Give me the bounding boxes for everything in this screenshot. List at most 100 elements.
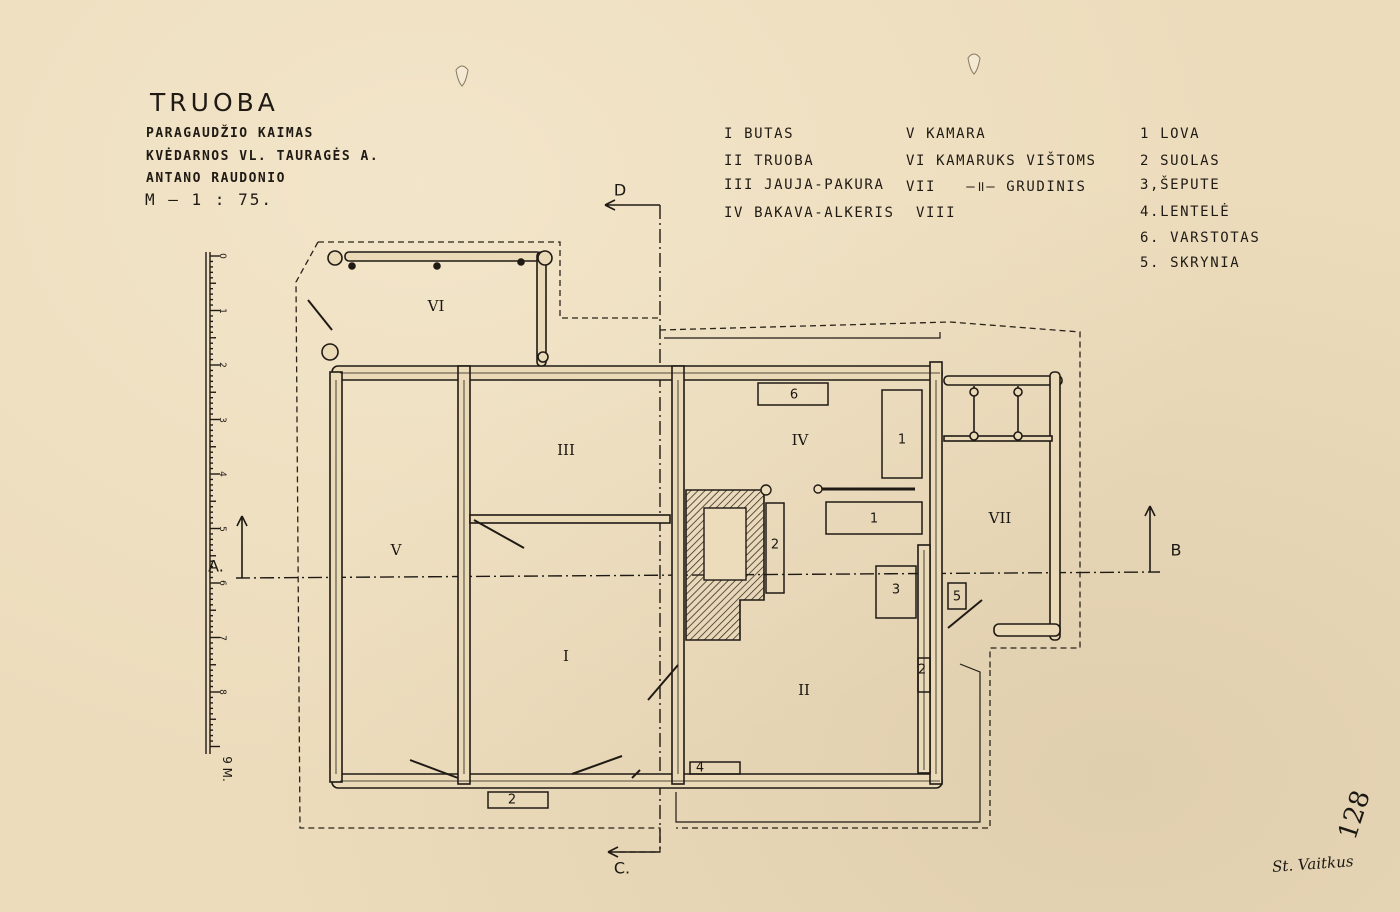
legend-number: 1 <box>1140 126 1151 142</box>
bench-outside <box>487 791 549 809</box>
legend-number: 4 <box>1140 204 1151 220</box>
legend-furniture-3: 3,ŠEPUTE <box>1140 177 1221 193</box>
legend-numeral: II <box>724 153 745 169</box>
furniture-label-bed-a: 1 <box>897 432 907 448</box>
legend-numeral: VIII <box>916 205 957 221</box>
legend-furniture-name: ŠEPUTE <box>1160 177 1221 193</box>
log-walls <box>329 361 943 789</box>
legend-room-7: VII —॥— GRUDINIS <box>906 177 1087 196</box>
mounting-holes <box>455 53 981 87</box>
legend-number: 2 <box>1140 153 1151 169</box>
stove <box>685 484 915 641</box>
furniture-label-bench-inner: 2 <box>770 537 780 553</box>
legend-number: 3 <box>1140 177 1151 193</box>
legend-room-name: TRUOBA <box>754 153 815 169</box>
legend-numeral: III <box>724 177 755 193</box>
room-label-vi: VI <box>427 297 445 315</box>
scale-tick-label: 5 <box>217 525 227 532</box>
section-arrow-c <box>607 846 660 858</box>
legend-room-6: VI KAMARUKS VIŠTOMS <box>906 153 1097 169</box>
legend-numeral: VI <box>906 153 927 169</box>
legend-room-5: V KAMARA <box>906 126 986 142</box>
scale-unit: 9 M. <box>219 756 234 782</box>
legend-room-2: II TRUOBA <box>724 153 814 169</box>
legend-room-name: BUTAS <box>744 126 795 142</box>
scale-tick-label: 8 <box>217 689 227 695</box>
legend-number: 6 <box>1140 230 1151 246</box>
scale-tick-label: 4 <box>217 471 227 477</box>
legend-room-name: KAMARUKS VIŠTOMS <box>936 153 1097 169</box>
furniture-label-chest: 5 <box>952 589 962 605</box>
workbench <box>757 382 829 406</box>
drawing-title: TRUOBA <box>150 88 279 117</box>
bench-right <box>917 657 931 693</box>
scale-bar <box>205 252 220 754</box>
annex-room-vi <box>307 250 553 367</box>
table <box>689 761 741 775</box>
legend-room-1: I BUTAS <box>724 126 794 142</box>
furniture-label-table: 4 <box>695 760 705 776</box>
legend-room-name: BAKAVA-ALKERIS <box>754 205 895 221</box>
log-grain <box>335 372 940 782</box>
fence <box>664 332 981 823</box>
legend-room-8: VIII <box>916 205 956 221</box>
scale-tick-label: 6 <box>217 580 227 586</box>
wall-partition-3 <box>469 514 671 524</box>
legend-furniture-5: 5. SKRYNIA <box>1140 255 1241 271</box>
legend-furniture-name: VARSTOTAS <box>1170 230 1261 246</box>
bed-b <box>825 501 923 535</box>
annex-room-vii <box>943 371 1063 641</box>
furniture <box>487 382 967 809</box>
door-swings <box>409 519 679 779</box>
legend-numeral: I <box>724 126 735 142</box>
section-label-a: A. <box>208 556 224 576</box>
legend-furniture-4: 4.LENTELĖ <box>1140 204 1231 220</box>
scale-tick-label: 2 <box>217 362 227 368</box>
legend-room-4: IV BAKAVA-ALKERIS <box>724 205 895 221</box>
scale-tick-label: 0 <box>217 253 227 259</box>
district-line: KVĖDARNOS VL. TAURAGĖS A. <box>146 149 380 164</box>
legend-furniture-name: SKRYNIA <box>1170 255 1241 271</box>
legend-furniture-name: SUOLAS <box>1160 153 1221 169</box>
bed-a <box>881 389 923 479</box>
legend-room-name: KAMARA <box>926 126 987 142</box>
furniture-label-bench-outside: 2 <box>507 792 517 808</box>
room-label-vii: VII <box>988 509 1012 527</box>
legend-furniture-2: 2 SUOLAS <box>1140 153 1220 169</box>
scale-tick-label: 3 <box>217 416 227 423</box>
legend-furniture-6: 6. VARSTOTAS <box>1140 230 1261 246</box>
furniture-label-bed-b: 1 <box>869 511 879 527</box>
legend-furniture-name: LENTELĖ <box>1160 204 1231 220</box>
furniture-label-workbench: 6 <box>789 387 799 403</box>
section-arrow-b <box>1144 505 1156 572</box>
room-label-iv: IV <box>791 431 809 449</box>
legend-numeral: VII <box>906 179 937 195</box>
legend-furniture-name: LOVA <box>1160 126 1201 142</box>
legend-room-name: JAUJA-PAKURA <box>764 177 885 193</box>
room-label-i: I <box>563 647 569 665</box>
scale-tick-label: 7 <box>217 634 227 641</box>
section-arrow-a <box>236 515 248 578</box>
scale-tick-label: 1 <box>217 307 227 314</box>
chest <box>947 582 967 610</box>
legend-furniture-1: 1 LOVA <box>1140 126 1200 142</box>
bench-inner <box>765 502 785 594</box>
section-arrow-d <box>604 199 660 211</box>
section-label-b: B <box>1170 540 1182 560</box>
furniture-label-bench-right: 2 <box>917 662 927 678</box>
village-line: PARAGAUDŽIO KAIMAS <box>146 126 314 141</box>
section-label-c: C. <box>613 858 631 878</box>
owner-line: ANTANO RAUDONIO <box>146 171 286 186</box>
room-label-v: V <box>390 541 402 559</box>
furniture-label-cupboard: 3 <box>891 582 901 598</box>
legend-number: 5 <box>1140 255 1151 271</box>
legend-numeral: V <box>906 126 917 142</box>
legend-room-name: —॥— GRUDINIS <box>966 179 1087 195</box>
legend-room-3: III JAUJA-PAKURA <box>724 177 884 193</box>
room-label-iii: III <box>557 441 575 459</box>
section-label-d: D <box>613 180 627 200</box>
cupboard <box>875 565 917 619</box>
room-label-ii: II <box>798 681 810 699</box>
